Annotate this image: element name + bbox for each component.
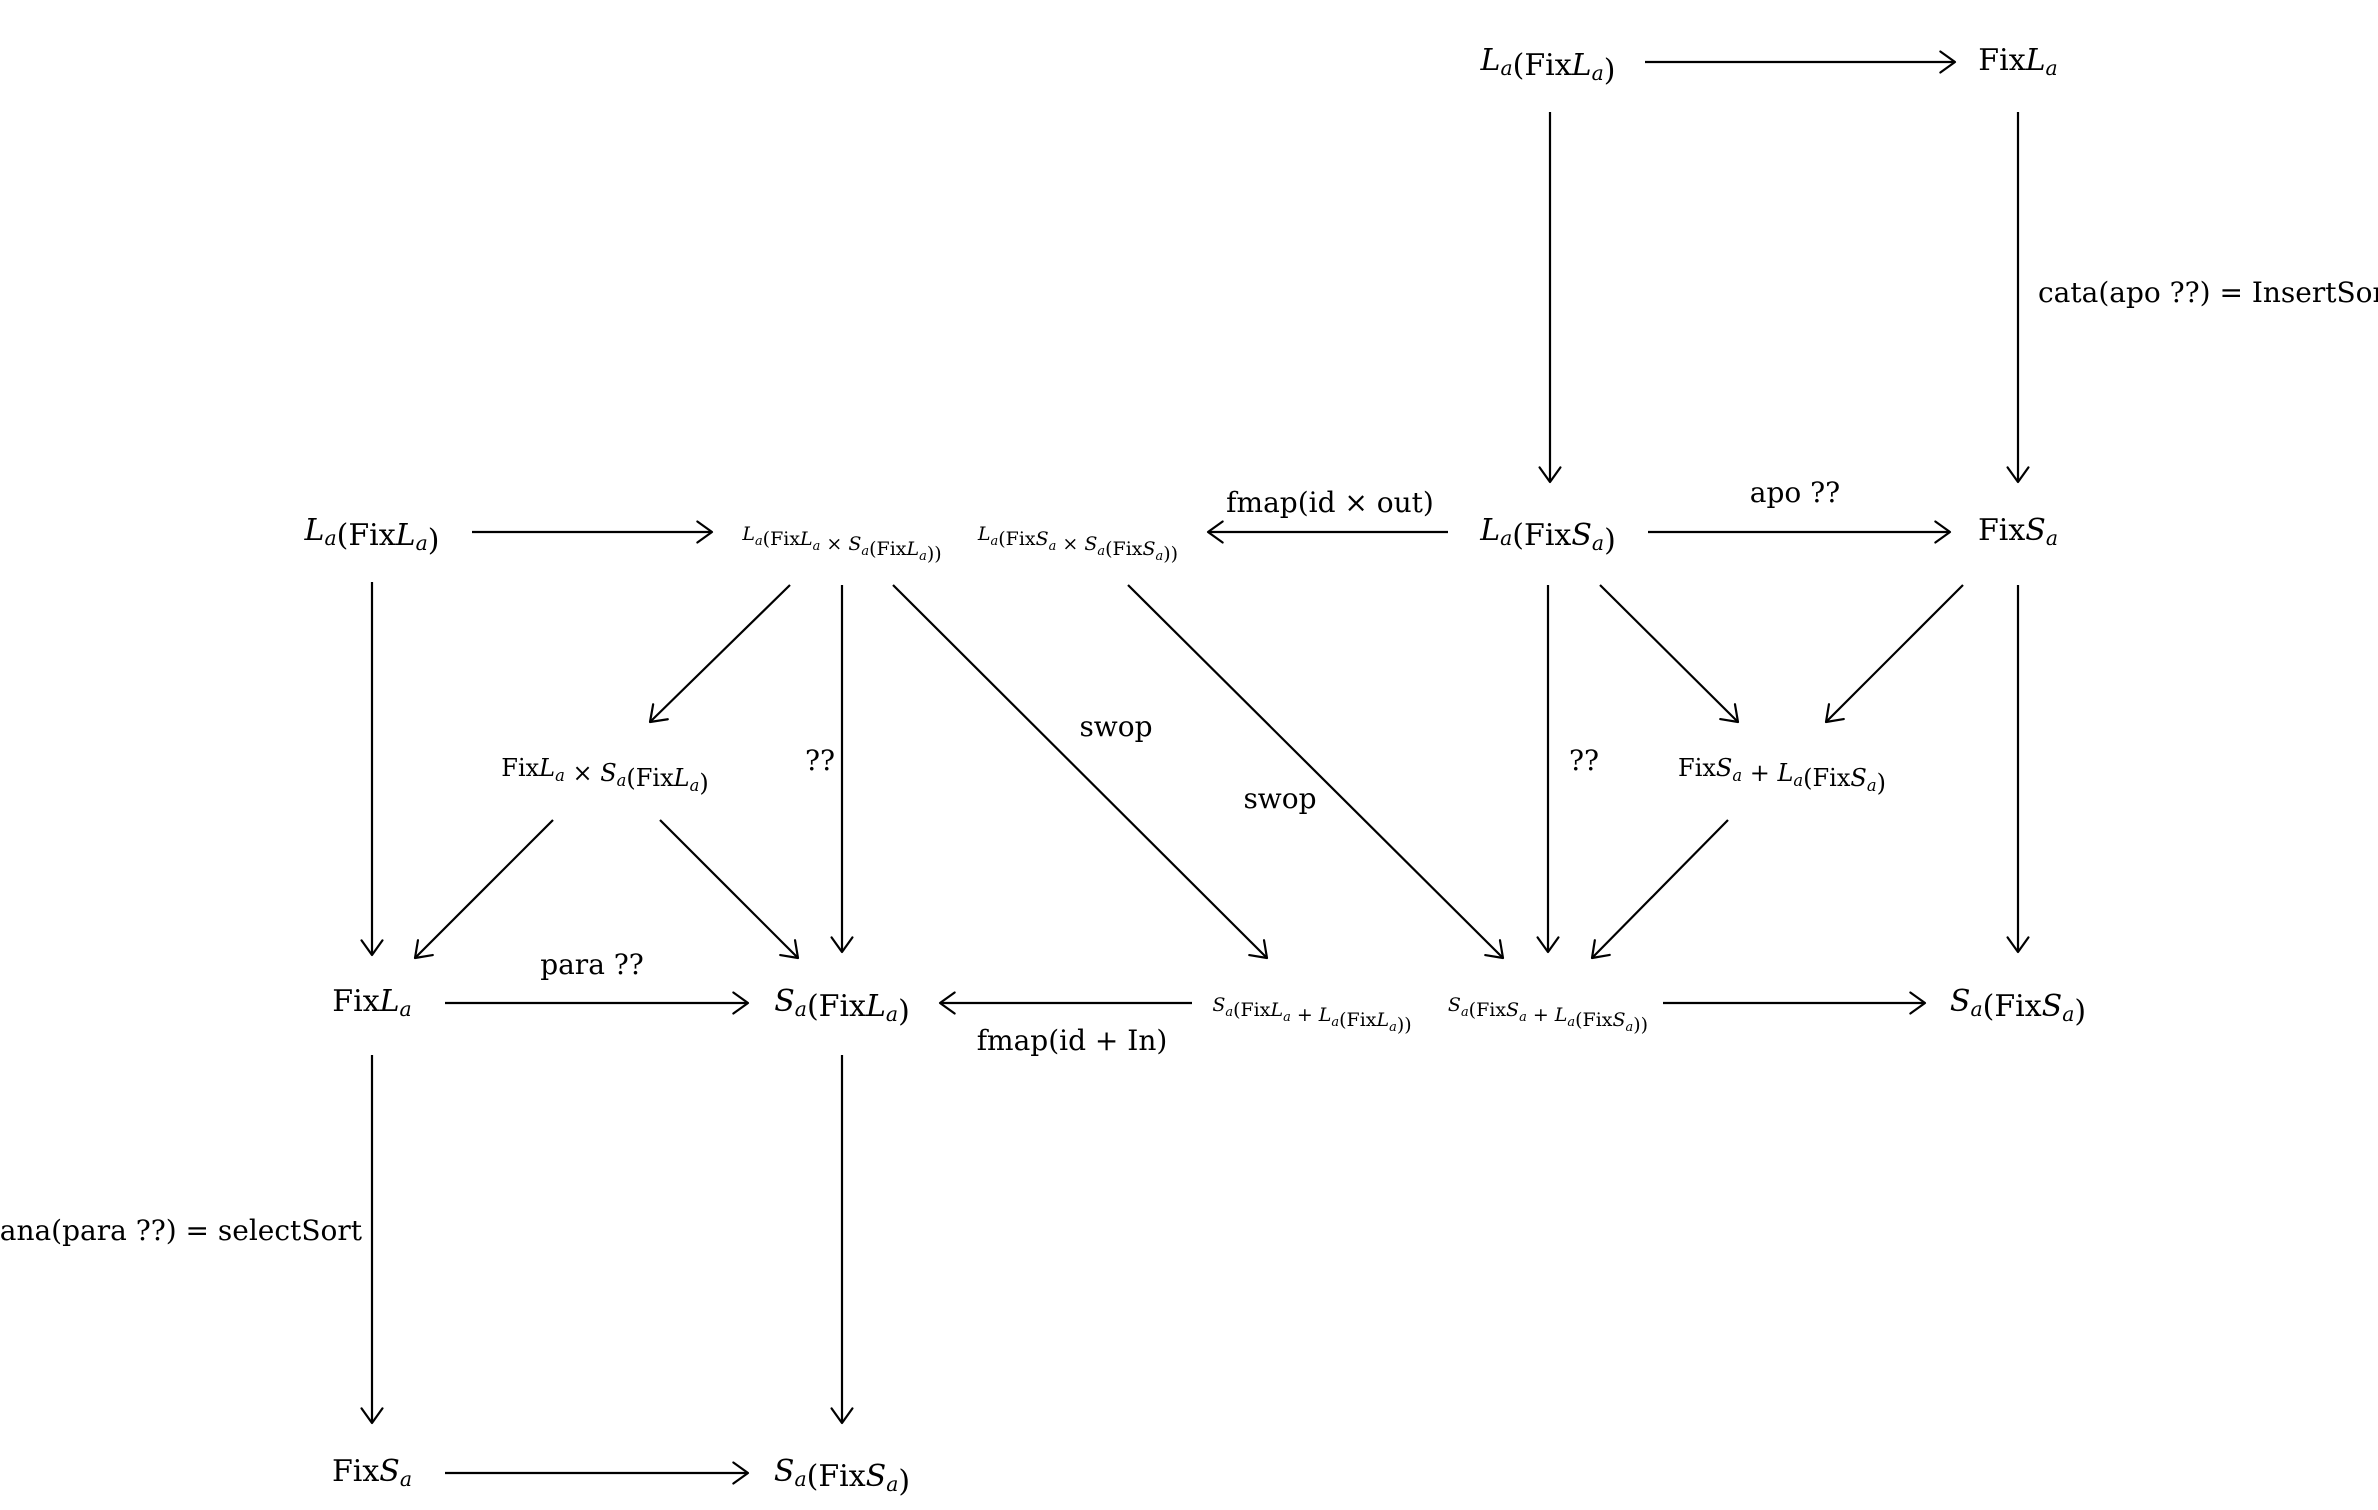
- arrow-shaft: [649, 584, 791, 723]
- arrow-head: [648, 703, 669, 724]
- node-la-fixla-times-sa-fixla: La(FixLa × Sa(FixLa)): [741, 523, 941, 565]
- arrow-shaft: [1825, 584, 1964, 723]
- arrow-head: [2006, 466, 2030, 484]
- arrow-lafixsa-to-product-fmap: [1206, 520, 1448, 544]
- arrow-shaft: [1599, 584, 1739, 723]
- arrow-head: [1206, 520, 1224, 544]
- arrow-fixla-times-sa-to-safixla: [659, 819, 800, 960]
- node-fixla-top: FixLa: [1978, 43, 2057, 80]
- arrow-shaft: [892, 584, 1268, 959]
- arrow-head: [779, 939, 800, 960]
- arrow-shaft: [1591, 819, 1729, 959]
- node-la-fixla-left: La(FixLa): [304, 513, 440, 558]
- arrow-fixla-top-to-fixsa-right: [2006, 112, 2030, 484]
- node-fixla-times-sa-fixla: FixLa × Sa(FixLa): [501, 754, 708, 797]
- arrow-fixsa-right-to-fixsa-plus-la: [1824, 584, 1964, 724]
- node-fixla-left: FixLa: [332, 984, 411, 1021]
- arrow-fixla-left-to-fixsa-bottom-ana: [360, 1055, 384, 1425]
- node-la-fixsa-times-sa-fixsa: La(FixSa × Sa(FixSa)): [977, 523, 1178, 565]
- arrow-head: [938, 991, 956, 1015]
- arrow-product1-to-sum1-swop: [892, 584, 1269, 960]
- arrow-sum2-to-safixsa-right: [1663, 991, 1927, 1015]
- arrow-product1-to-fixla-times-sa: [648, 584, 791, 724]
- arrow-head: [413, 939, 434, 960]
- arrow-head: [1824, 703, 1845, 724]
- arrow-sum1-to-safixla-fmap: [938, 991, 1192, 1015]
- arrow-lafixsa-to-fixsa-plus-la: [1599, 584, 1740, 724]
- node-sa-fixsa-right: Sa(FixSa): [1950, 984, 2086, 1029]
- node-sa-fixla-plus-la-fixla: Sa(FixLa + La(FixLa)): [1212, 994, 1411, 1036]
- arrow-head: [732, 1461, 750, 1485]
- label-swop-1: swop: [1079, 710, 1152, 743]
- arrow-head: [1909, 991, 1927, 1015]
- arrow-head: [1719, 703, 1740, 724]
- node-la-fixla-top: La(FixLa): [1480, 43, 1616, 88]
- arrow-head: [360, 1407, 384, 1425]
- arrow-shaft: [659, 819, 799, 959]
- arrow-head: [360, 939, 384, 957]
- arrow-shaft: [1127, 584, 1504, 959]
- arrow-head: [830, 936, 854, 954]
- arrow-head: [830, 1407, 854, 1425]
- label-apo: apo ??: [1750, 476, 1840, 509]
- label-fmap-id-times-out: fmap(id × out): [1226, 486, 1434, 519]
- arrow-lafixsa-to-fixsa-apo: [1648, 520, 1952, 544]
- node-la-fixsa: La(FixSa): [1479, 513, 1616, 558]
- arrow-fixsa-right-to-safixsa-right: [2006, 585, 2030, 954]
- arrow-head: [1590, 939, 1611, 960]
- arrow-lafixla-top-to-lafixsa: [1538, 112, 1562, 484]
- arrow-fixla-times-sa-to-fixla-left: [413, 819, 554, 960]
- label-cata-apo-insertsort: cata(apo ??) = InsertSort: [2038, 276, 2378, 309]
- arrow-fixsa-bottom-to-safixsa-bottom: [445, 1461, 750, 1485]
- node-fixsa-bottom: FixSa: [332, 1454, 412, 1491]
- arrow-product1-to-safixla-unknown: [830, 585, 854, 954]
- label-fmap-id-plus-in: fmap(id + In): [977, 1024, 1168, 1057]
- arrow-safixla-to-safixsa-bottom: [830, 1055, 854, 1425]
- node-sa-fixsa-bottom: Sa(FixSa): [774, 1454, 910, 1499]
- arrow-lafixsa-to-sum2-unknown: [1536, 585, 1560, 954]
- arrow-lafixla-left-to-fixla-left: [360, 582, 384, 957]
- arrow-head: [732, 991, 750, 1015]
- node-sa-fixla: Sa(FixLa): [774, 984, 910, 1029]
- label-ana-para-selectsort: ana(para ??) = selectSort: [0, 1214, 363, 1247]
- arrow-head: [1536, 936, 1560, 954]
- arrow-head: [696, 520, 714, 544]
- label-para: para ??: [540, 948, 644, 981]
- arrow-fixla-left-to-safixla-para: [445, 991, 750, 1015]
- arrow-head: [1939, 50, 1957, 74]
- node-fixsa-right: FixSa: [1978, 513, 2058, 550]
- label-unknown-left: ??: [805, 744, 835, 777]
- node-sa-fixsa-plus-la-fixsa: Sa(FixSa + La(FixSa)): [1448, 994, 1648, 1036]
- label-unknown-right: ??: [1569, 744, 1599, 777]
- arrow-head: [1248, 939, 1269, 960]
- arrow-shaft: [414, 819, 554, 959]
- arrow-head: [2006, 936, 2030, 954]
- arrow-head: [1484, 939, 1505, 960]
- label-swop-2: swop: [1243, 782, 1316, 815]
- arrow-product2-to-sum2-swop: [1127, 584, 1505, 960]
- arrow-head: [1934, 520, 1952, 544]
- arrow-lafixla-top-to-fixla-top: [1645, 50, 1957, 74]
- arrow-fixsa-plus-la-to-sum2: [1590, 819, 1729, 960]
- node-fixsa-plus-la-fixsa: FixSa + La(FixSa): [1678, 754, 1886, 797]
- arrow-head: [1538, 466, 1562, 484]
- arrow-lafixla-left-to-product: [472, 520, 714, 544]
